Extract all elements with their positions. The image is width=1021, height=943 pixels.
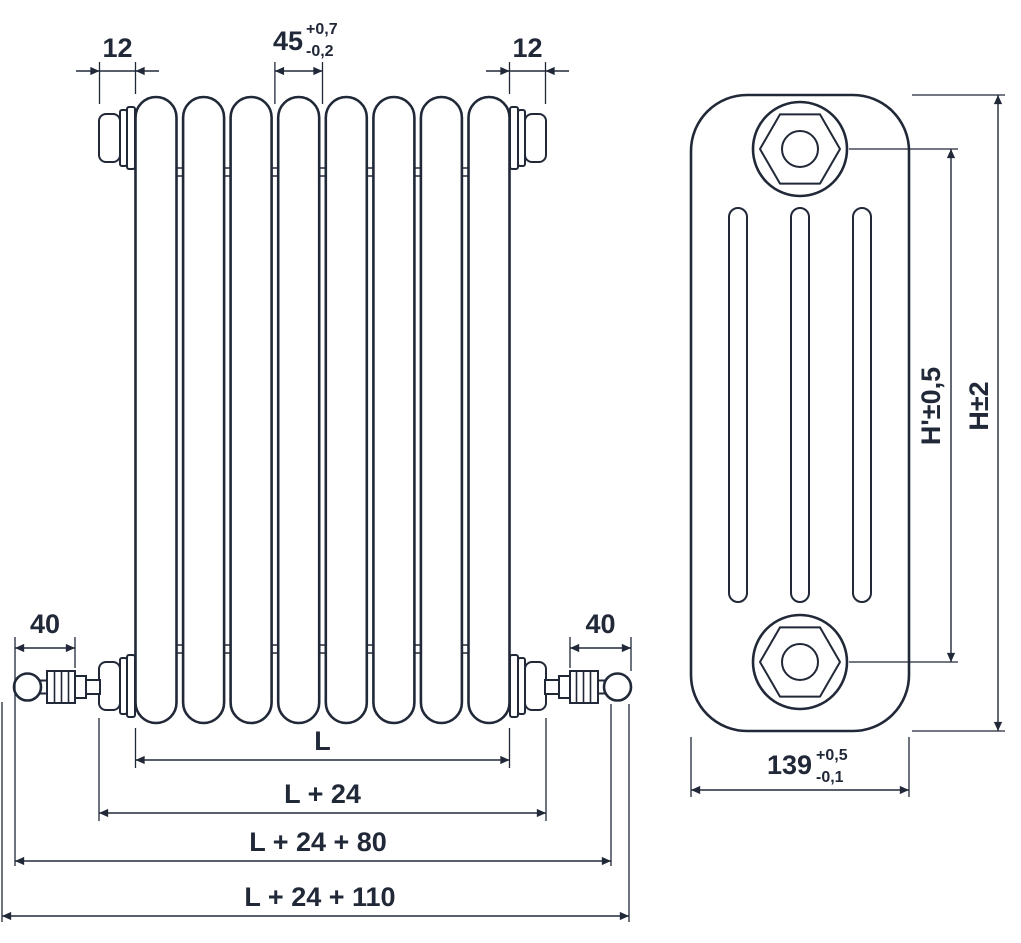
front-view: 12 45 +0,7 -0,2 12 40 [1, 21, 633, 922]
plug-top-left [98, 106, 136, 170]
plug-bottom-left [98, 654, 136, 718]
dim-valve-left: 40 [14, 609, 76, 866]
bushing-bottom [751, 613, 849, 711]
dim-label: 40 [30, 609, 60, 639]
radiator-column [372, 95, 416, 725]
dim-label: L + 24 + 80 [249, 827, 387, 857]
bushing-top [751, 100, 849, 198]
side-slot [790, 207, 810, 603]
bushing-bore [781, 130, 819, 168]
dim-label: 45 [273, 26, 303, 56]
dim-label: L + 24 [284, 779, 361, 809]
dim-section-pitch: 45 +0,7 -0,2 [273, 21, 338, 104]
radiator-column [324, 95, 369, 725]
side-slot [852, 207, 872, 603]
dim-plug-left: 12 [76, 33, 159, 104]
tolerance-upper: +0,7 [306, 21, 338, 38]
dim-label: 12 [512, 33, 542, 63]
dim-label: L + 24 + 110 [244, 882, 395, 912]
valve-left [12, 669, 102, 705]
radiator-column [276, 95, 321, 725]
dim-label: 12 [102, 33, 132, 63]
bushing-bore [781, 643, 819, 681]
header-joint-lines [176, 167, 469, 654]
side-slot [728, 207, 748, 603]
dim-label: L [314, 726, 331, 756]
tolerance-lower: -0,1 [816, 769, 844, 786]
radiator-column [467, 95, 511, 725]
dim-length: L [134, 726, 511, 768]
dim-label: H±2 [964, 381, 994, 430]
dim-length-valves: L + 24 + 80 [15, 704, 612, 866]
radiator-column [229, 95, 273, 725]
radiator-columns [134, 95, 511, 725]
plug-bottom-right [509, 654, 547, 718]
plug-top-right [509, 106, 547, 170]
radiator-column [181, 95, 226, 725]
radiator-column [134, 95, 178, 725]
dim-valve-right: 40 [569, 609, 632, 671]
tolerance-upper: +0,5 [816, 747, 848, 764]
valve-right [543, 669, 633, 705]
dim-label: 40 [585, 609, 615, 639]
dim-axis-distance: H'±0,5 [849, 148, 958, 663]
dim-plug-right: 12 [486, 33, 569, 104]
dim-depth: 139 +0,5 -0,1 [690, 737, 910, 797]
dim-label: 139 [767, 750, 812, 780]
side-view: H'±0,5 H±2 139 +0,5 -0,1 [689, 93, 1005, 797]
dim-length-plugs: L + 24 [98, 718, 547, 821]
radiator-column [419, 95, 464, 725]
dim-length-overall: L + 24 + 110 [1, 702, 630, 922]
tolerance-lower: -0,2 [306, 43, 334, 60]
dim-label: H'±0,5 [916, 367, 946, 445]
dim-overall-height: H±2 [912, 94, 1005, 732]
side-slots [728, 207, 872, 603]
